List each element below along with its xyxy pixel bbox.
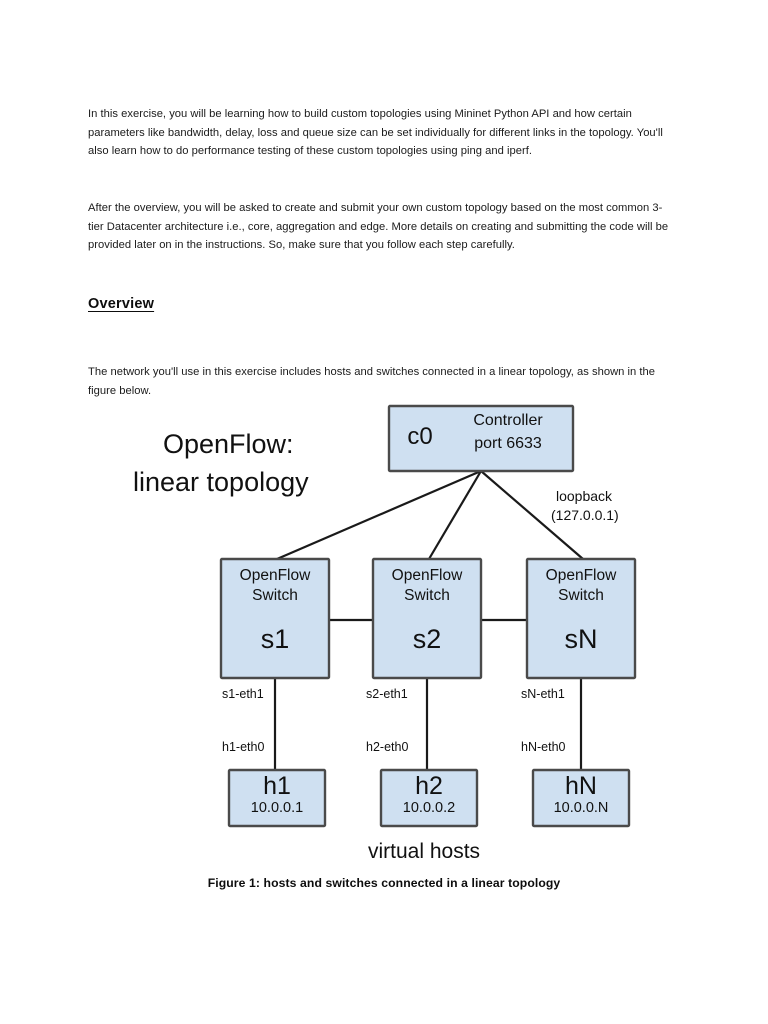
topology-diagram-svg	[219, 404, 637, 828]
switch-host-links	[273, 678, 583, 770]
iface-label-s2-eth1: s2-eth1	[366, 687, 408, 701]
paragraph-network-description: The network you'll use in this exercise …	[88, 366, 656, 397]
figure-linear-topology: OpenFlow: linear topology loopback (127.…	[0, 390, 768, 900]
link-c0-s2	[428, 470, 482, 560]
switch-box-s2	[371, 557, 483, 680]
paragraph-intro-exercise: In this exercise, you will be learning h…	[88, 108, 663, 157]
figure-title-line2: linear topology	[133, 467, 309, 497]
switch-box-sN	[525, 557, 637, 680]
section-heading-overview: Overview	[88, 296, 155, 313]
host-box-hN	[531, 768, 631, 828]
link-c0-s1	[276, 469, 482, 561]
iface-label-h1-eth0: h1-eth0	[222, 740, 265, 754]
host-box-h1	[227, 768, 327, 828]
loopback-annotation-line1: loopback	[556, 488, 613, 504]
link-c0-sN	[480, 470, 584, 560]
loopback-annotation-line2: (127.0.0.1)	[551, 507, 619, 523]
figure-title-line1: OpenFlow:	[163, 429, 294, 459]
iface-label-s1-eth1: s1-eth1	[222, 687, 264, 701]
host-box-h2	[379, 768, 479, 828]
virtual-hosts-label: virtual hosts	[368, 840, 481, 863]
iface-label-sN-eth1: sN-eth1	[521, 687, 565, 701]
iface-label-h2-eth0: h2-eth0	[366, 740, 409, 754]
controller-box-c0	[387, 404, 575, 473]
paragraph-assignment-overview: After the overview, you will be asked to…	[88, 202, 669, 251]
switch-box-s1	[219, 557, 331, 680]
controller-switch-links	[276, 469, 584, 561]
figure-caption: Figure 1: hosts and switches connected i…	[207, 876, 561, 890]
iface-label-hN-eth0: hN-eth0	[521, 740, 566, 754]
